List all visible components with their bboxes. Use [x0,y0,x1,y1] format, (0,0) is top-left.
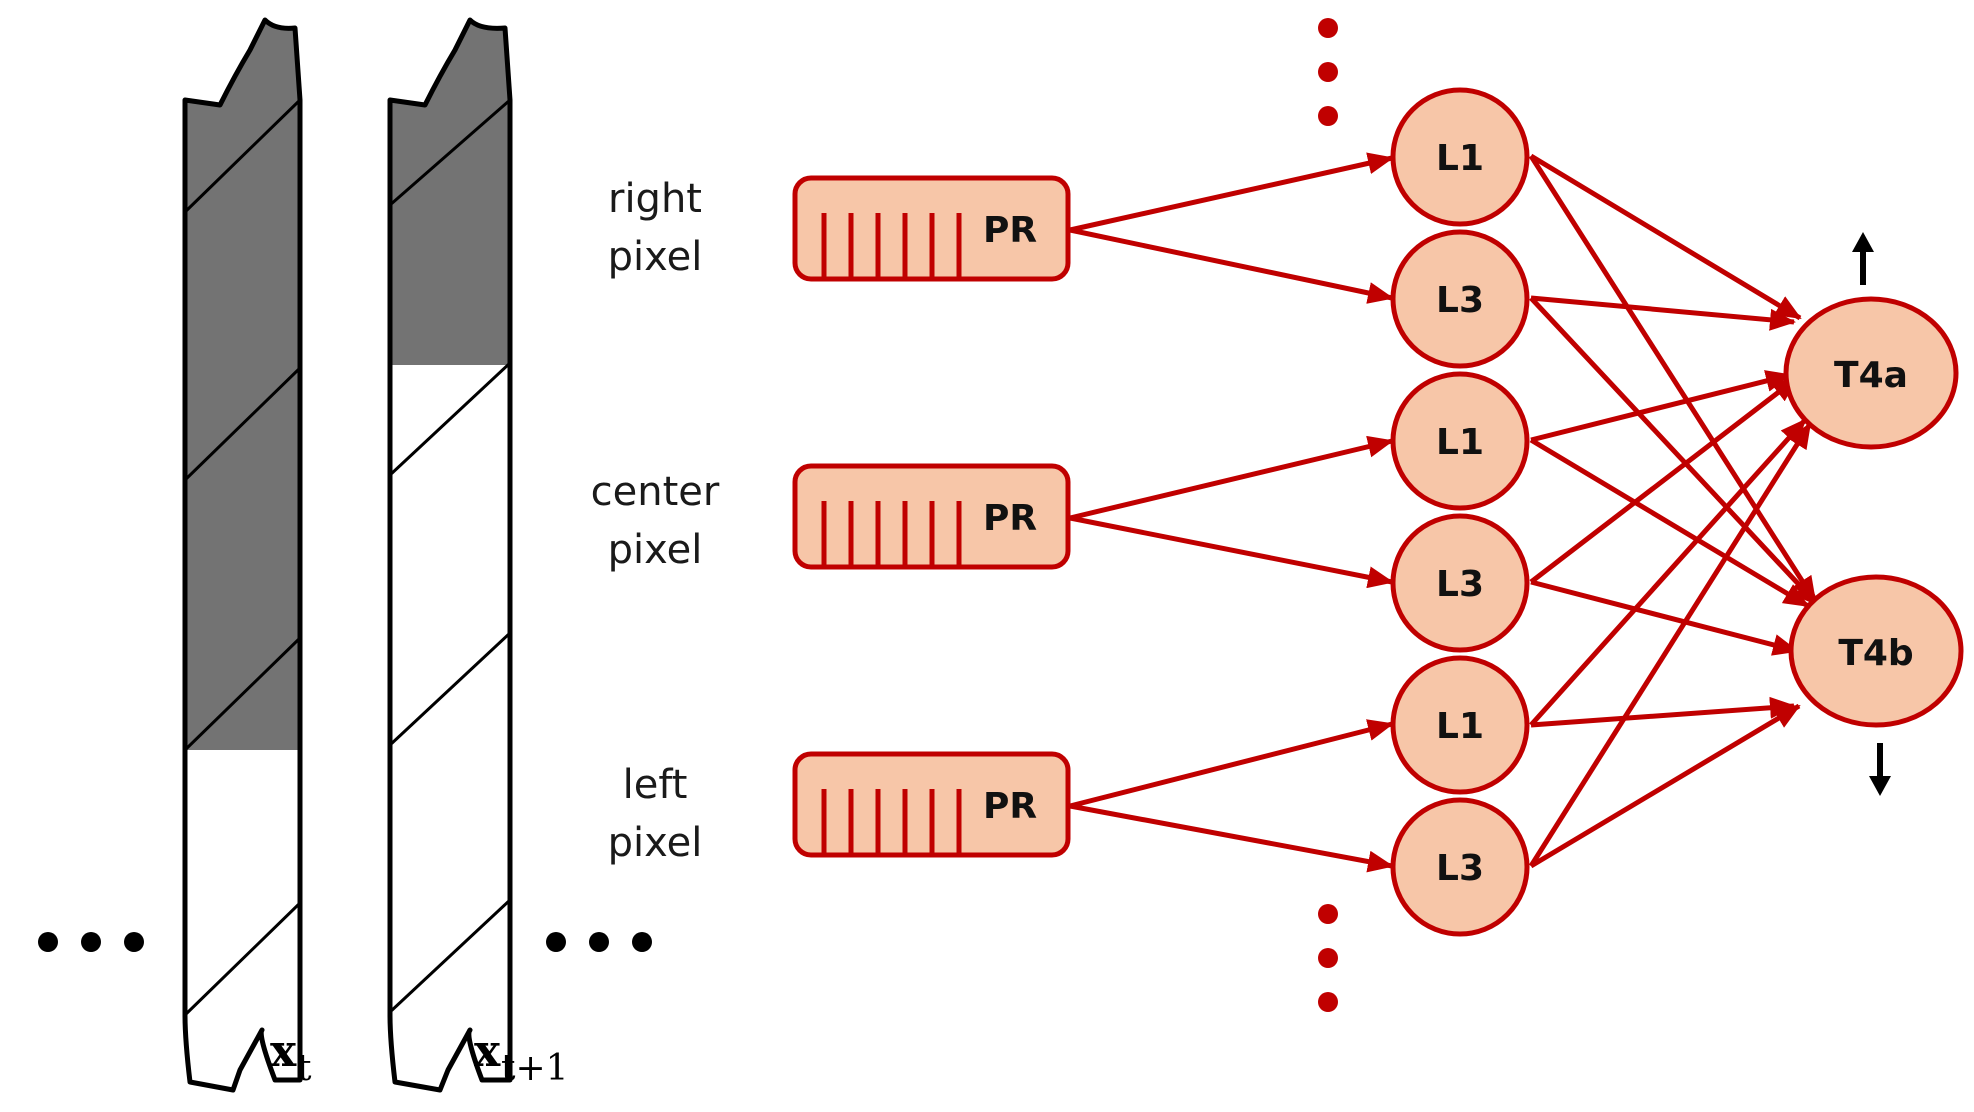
photoreceptor-right: PR [792,175,1071,282]
output-neuron-t4b: T4b [1788,574,1964,728]
neuron-label: L1 [1436,706,1484,747]
pixel-label-center: center pixel [591,469,720,573]
lamina-neuron-l3-center: L3 [1390,513,1530,653]
ellipsis-left [38,932,144,952]
pixel-label-line2: pixel [608,234,703,280]
pixel-label-line1: left [623,762,688,808]
dark-band [185,20,300,750]
connection-arrow [1529,437,1810,609]
connection-arrow [1529,418,1807,727]
output-neuron-t4a: T4a [1783,296,1959,450]
neuron-label: L1 [1436,422,1484,463]
connection-arrow [1528,422,1813,868]
film-strip-t-plus-1: x t+1 [387,17,569,1093]
connection-arrow [1069,803,1394,873]
photoreceptor-label: PR [983,498,1037,539]
strip-label-main: x [270,1026,297,1077]
neuron-label: T4a [1834,355,1908,396]
neuron-label: L3 [1436,280,1484,321]
pixel-label-line1: right [608,176,702,222]
lamina-neuron-l3-left: L3 [1390,797,1530,937]
strip-label-sub: t [297,1048,312,1089]
connection-arrow [1529,296,1820,607]
connection-arrow [1069,515,1394,589]
pixel-label-line1: center [591,469,720,515]
strip-label-main: x [474,1026,501,1077]
ellipsis-top [1318,18,1338,126]
photoreceptor-label: PR [983,210,1037,251]
pixel-label-line2: pixel [608,527,703,573]
ellipsis-bottom [1318,904,1338,1012]
lamina-neuron-l1-right: L1 [1390,87,1530,227]
connection-arrow [1530,579,1799,656]
photoreceptor-label: PR [983,786,1037,827]
ellipsis-right [546,932,652,952]
neuron-label: L3 [1436,848,1484,889]
lamina-neuron-l3-right: L3 [1390,229,1530,369]
connections [1069,152,1820,873]
connection-arrow [1528,154,1818,603]
photoreceptor-stack-icon [821,501,962,567]
lamina-neuron-l1-center: L1 [1390,371,1530,511]
film-strip-t: x t [182,17,312,1093]
photoreceptor-stack-icon [821,789,962,855]
connection-arrow [1530,295,1796,331]
connection-arrow [1529,703,1801,869]
connection-arrow [1529,376,1799,584]
connection-arrow [1530,370,1792,443]
connection-arrow [1069,227,1394,304]
photoreceptor-center: PR [792,463,1071,570]
neuron-label: T4b [1838,633,1913,674]
arrow-down-icon [1869,743,1891,796]
neuron-label: L3 [1436,564,1484,605]
arrow-up-icon [1852,232,1874,285]
lamina-neuron-l1-left: L1 [1390,655,1530,795]
pixel-label-left: left pixel [608,762,703,866]
strip-label-sub: t+1 [501,1048,569,1089]
connection-arrow [1530,696,1796,728]
photoreceptor-left: PR [792,751,1071,858]
neuron-label: L1 [1436,138,1484,179]
pixel-label-right: right pixel [608,176,703,280]
connection-arrow [1069,435,1394,521]
connection-arrow [1529,153,1802,321]
photoreceptor-stack-icon [821,213,962,279]
connection-arrow [1069,719,1394,809]
pixel-label-line2: pixel [608,820,703,866]
connection-arrow [1069,152,1394,233]
